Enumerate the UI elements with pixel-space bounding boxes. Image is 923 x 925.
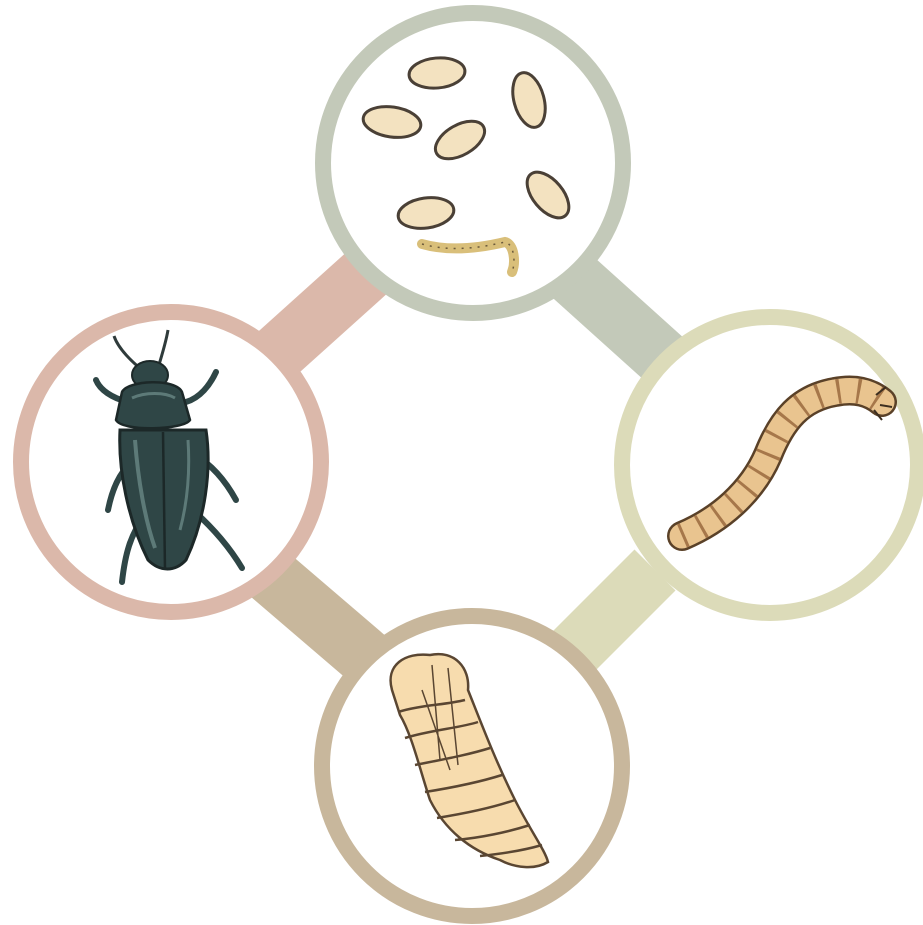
connector-pupa-beetle bbox=[270, 575, 375, 665]
connector-larva-pupa bbox=[565, 570, 655, 660]
connectors bbox=[270, 270, 665, 665]
connector-eggs-larva bbox=[565, 270, 665, 360]
eggs-ring bbox=[323, 13, 623, 313]
connector-eggs-beetle bbox=[270, 270, 370, 360]
